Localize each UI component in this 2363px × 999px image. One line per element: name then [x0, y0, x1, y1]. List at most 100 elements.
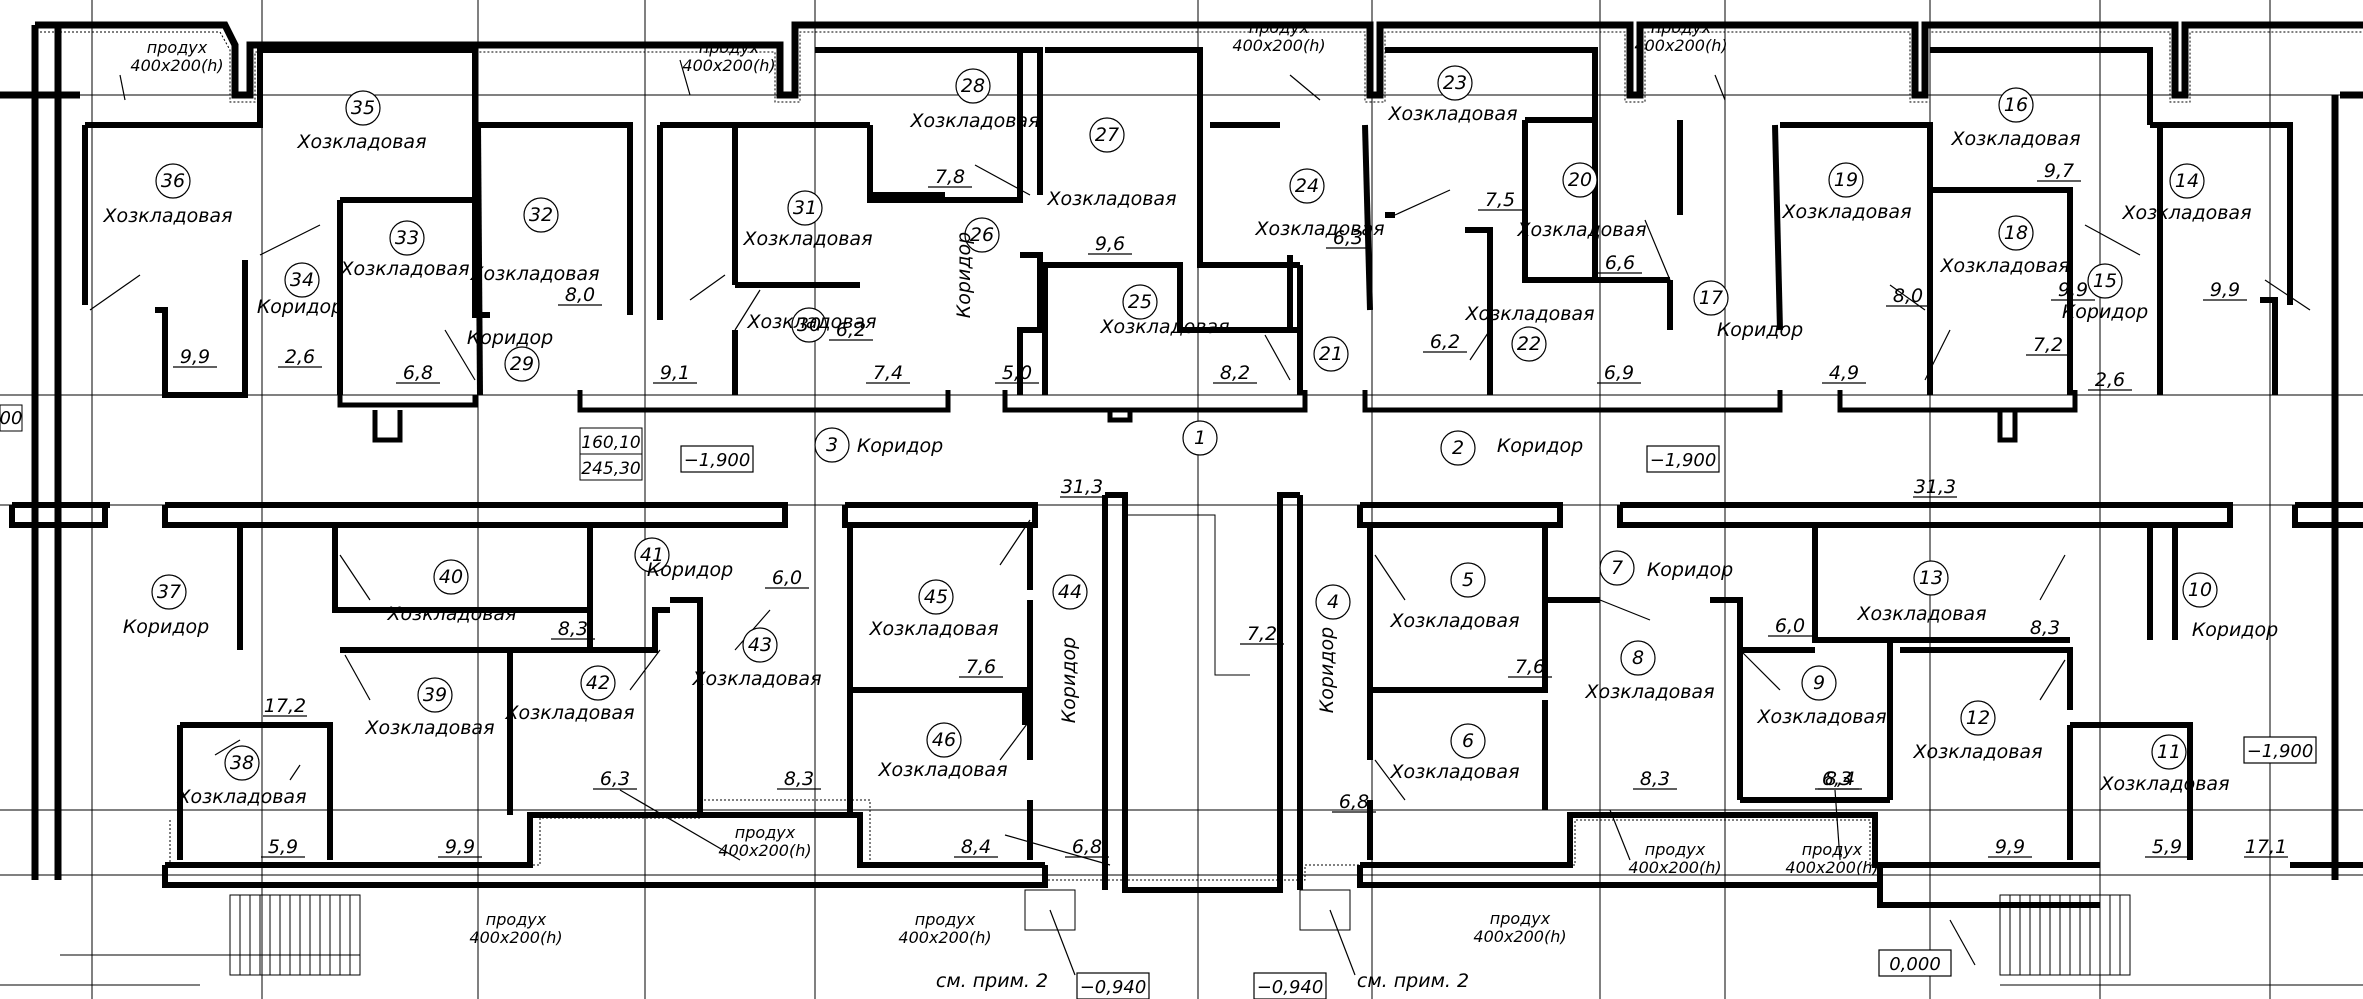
vent-label: продух: [915, 910, 976, 929]
area-value: 8,3: [784, 768, 814, 790]
vent-label: продух: [1490, 909, 1551, 928]
room-number: 28: [961, 75, 985, 97]
area-value: 8,4: [1825, 768, 1855, 790]
room-number: 17: [1699, 287, 1723, 309]
area-value: 9,9: [180, 346, 210, 368]
room-name: Коридор: [1647, 559, 1733, 581]
room-number: 10: [2188, 579, 2212, 601]
area-value: 9,9: [1995, 836, 2025, 858]
vent-label: продух: [699, 38, 760, 57]
room-number: 38: [230, 752, 254, 774]
upper-slab: [337, 390, 2078, 443]
room-number: 18: [2004, 222, 2028, 244]
vent-label: 400х200(h): [1232, 36, 1325, 55]
room-number: 29: [510, 353, 534, 375]
level-mark: −1,900: [684, 450, 751, 471]
room-number: 23: [1443, 72, 1467, 94]
area-value: 6,3: [1333, 227, 1363, 249]
area-value: 2,6: [2095, 369, 2125, 391]
room-number: 6: [1462, 730, 1474, 752]
room-name: Хозкладовая: [909, 110, 1039, 132]
room-name: Коридор: [2192, 619, 2278, 641]
room-name: Хозкладовая: [746, 311, 876, 333]
area-value: 6,3: [600, 768, 630, 790]
room-name: Хозкладовая: [469, 263, 599, 285]
vent-label: 400х200(h): [1785, 858, 1878, 877]
area-value: 6,0: [772, 567, 802, 589]
area-value: 9,6: [1095, 233, 1125, 255]
stair-details: [0, 514, 2363, 986]
area-value: 5,9: [2152, 836, 2182, 858]
edge-text: 00: [0, 408, 22, 429]
area-value: 6,0: [1775, 615, 1805, 637]
area-value: 7,4: [873, 362, 903, 384]
room-name: Хозкладовая: [1516, 219, 1646, 241]
coord-value: 160,10: [581, 433, 640, 453]
area-value: 8,3: [2030, 617, 2060, 639]
room-number: 20: [1568, 169, 1592, 191]
area-value: 31,3: [1061, 476, 1103, 498]
room-name: Хозкладовая: [1464, 303, 1594, 325]
vent-label: 400х200(h): [718, 841, 811, 860]
area-value: 6,8: [1072, 836, 1102, 858]
room-name: Хозкладовая: [868, 618, 998, 640]
room-name: Коридор: [2062, 301, 2148, 323]
area-value: 7,6: [1515, 656, 1545, 678]
room-number: 39: [423, 684, 447, 706]
room-name: Коридор: [123, 616, 209, 638]
area-value: 6,2: [836, 319, 866, 341]
room-number: 16: [2004, 94, 2028, 116]
vent-label: продух: [486, 910, 547, 929]
area-value: 7,5: [1485, 189, 1515, 211]
room-number: 33: [395, 227, 419, 249]
room-name: Коридор: [857, 435, 943, 457]
area-value: 9,9: [445, 836, 475, 858]
room-name: Коридор: [1497, 435, 1583, 457]
area-value: 6,8: [1339, 791, 1369, 813]
area-value: 9,7: [2044, 160, 2074, 182]
area-value: 7,2: [1247, 623, 1277, 645]
room-name: Хозкладовая: [877, 759, 1007, 781]
level-mark: 0,000: [1889, 954, 1941, 975]
room-name: Хозкладовая: [2121, 202, 2251, 224]
room-number: 25: [1128, 291, 1152, 313]
area-value: 8,3: [558, 618, 588, 640]
vent-label: продух: [735, 823, 796, 842]
area-value: 5,9: [268, 836, 298, 858]
room-number: 40: [439, 566, 463, 588]
area-value: 6,9: [1604, 362, 1634, 384]
vent-label: продух: [1645, 840, 1706, 859]
room-name: Коридор: [257, 296, 343, 318]
room-name: Хозкладовая: [176, 786, 306, 808]
room-number: 11: [2157, 741, 2181, 763]
vent-label: продух: [1651, 18, 1712, 37]
room-name: Хозкладовая: [1389, 610, 1519, 632]
room-number: 37: [157, 581, 181, 603]
room-name: Хозкладовая: [691, 668, 821, 690]
room-number: 15: [2093, 270, 2117, 292]
vent-label: 400х200(h): [1628, 858, 1721, 877]
area-value: 5,0: [1002, 362, 1032, 384]
room-number: 1: [1194, 427, 1206, 449]
area-value: 7,6: [966, 656, 996, 678]
room-number: 12: [1966, 707, 1990, 729]
room-name: Хозкладовая: [1584, 681, 1714, 703]
room-markers: [151, 65, 2218, 781]
room-name: Хозкладовая: [1046, 188, 1176, 210]
level-box: [2243, 736, 2317, 764]
area-value: 7,8: [935, 166, 965, 188]
area-value: 6,3: [1822, 768, 1852, 790]
room-number: 35: [351, 97, 375, 119]
room-name: Хозкладовая: [364, 717, 494, 739]
room-name: Хозкладовая: [1950, 128, 2080, 150]
room-number: 24: [1295, 175, 1319, 197]
area-value: 8,4: [961, 836, 991, 858]
room-number: 14: [2175, 170, 2199, 192]
edge-box: [0, 404, 23, 432]
room-number: 4: [1327, 591, 1339, 613]
room-number: 5: [1462, 569, 1474, 591]
vent-label: продух: [147, 38, 208, 57]
vent-label: продух: [1802, 840, 1863, 859]
room-number: 36: [161, 170, 185, 192]
